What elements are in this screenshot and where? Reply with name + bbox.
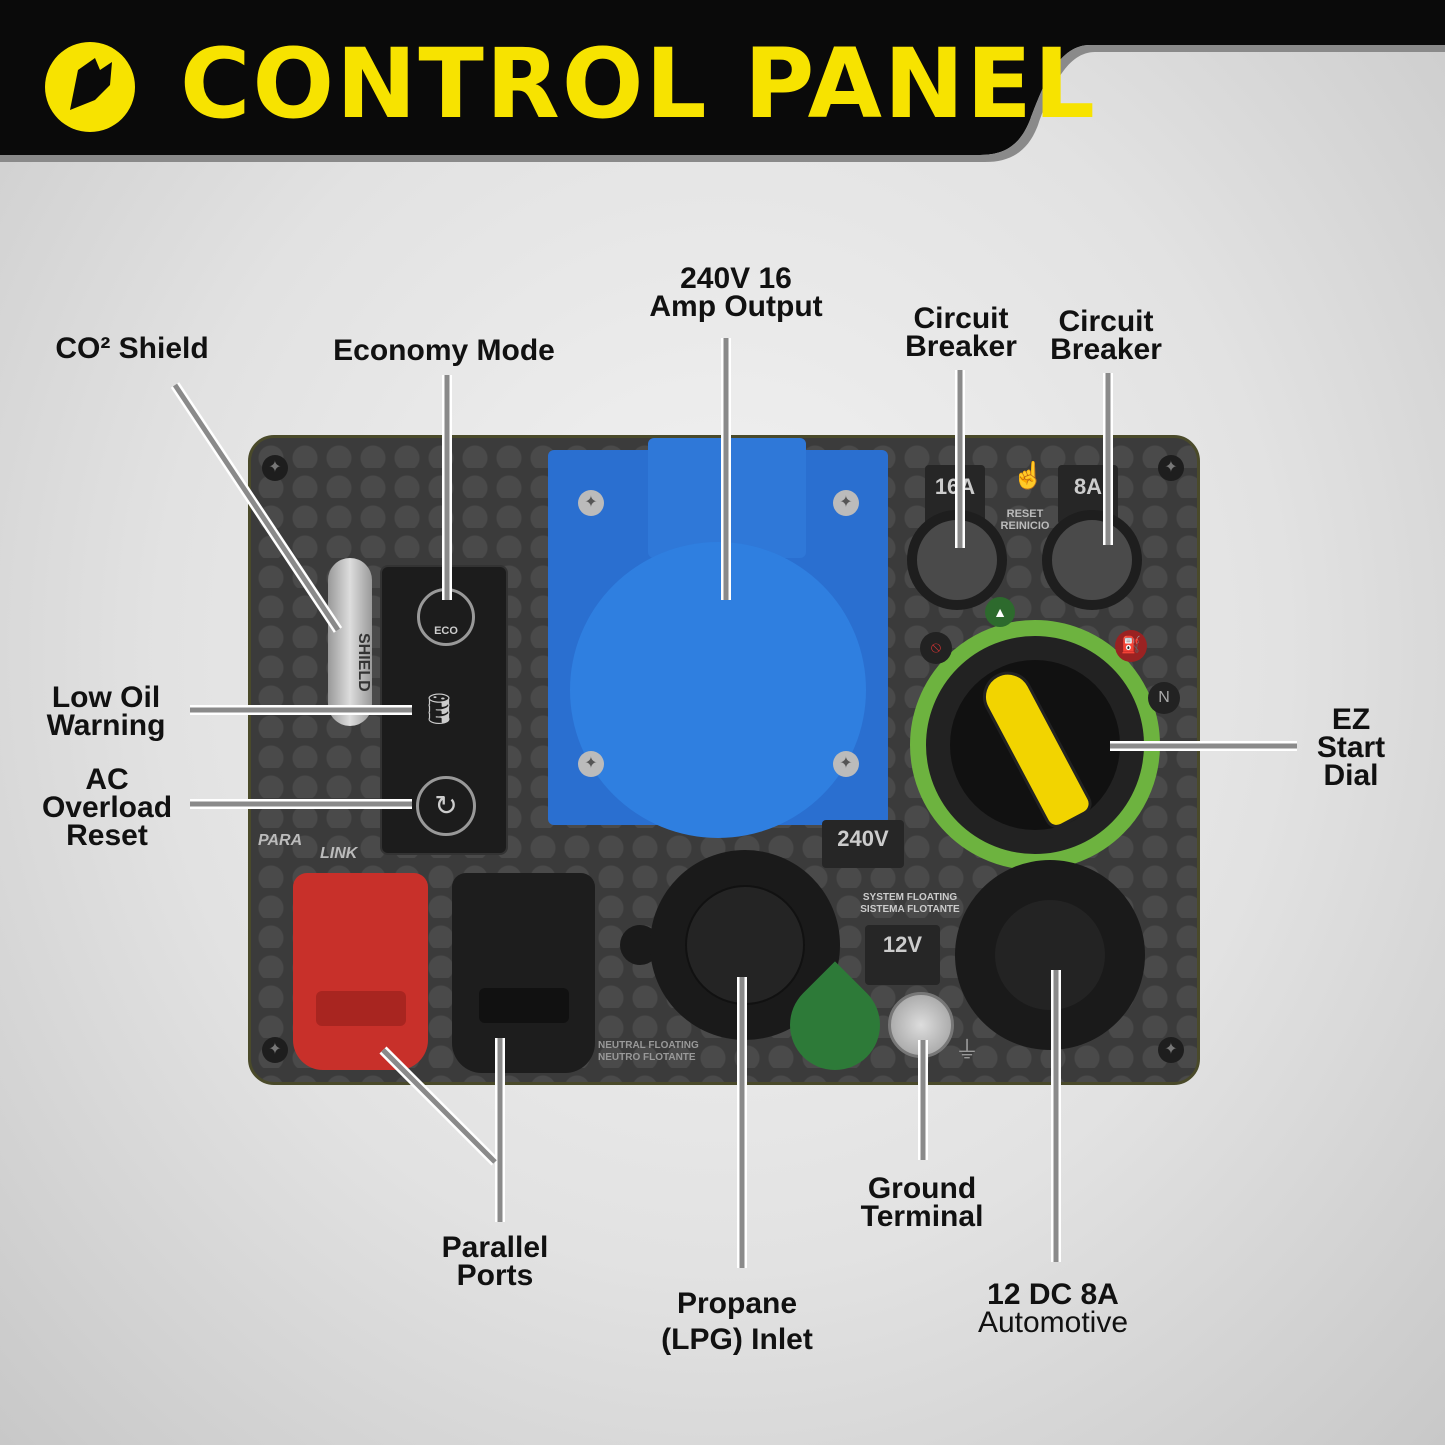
- page-title: CONTROL PANEL: [180, 28, 1097, 140]
- label-co2-shield: CO² Shield: [55, 332, 209, 365]
- co2-shield-badge: SHIELD: [328, 558, 372, 726]
- oil-can-icon: 🛢: [420, 693, 459, 726]
- ground-icon: ⏚: [955, 1037, 979, 1064]
- screw-icon: ✦: [578, 751, 604, 777]
- fuel-mode-icon: ⛽: [1115, 630, 1147, 662]
- paralink-logo: PARA: [258, 832, 303, 849]
- screw-icon: ✦: [262, 455, 288, 481]
- hand-press-icon: ☝: [1012, 460, 1045, 490]
- choke-icon: N: [1148, 682, 1180, 714]
- screw-icon: ✦: [1158, 1037, 1184, 1063]
- label-propane: Propane(LPG) Inlet: [661, 1287, 813, 1356]
- screw-icon: ✦: [262, 1037, 288, 1063]
- screw-icon: ✦: [833, 751, 859, 777]
- outlet-240v-tag: 240V: [822, 820, 904, 868]
- parallel-port-black[interactable]: [452, 873, 595, 1073]
- screw-icon: ✦: [1158, 455, 1184, 481]
- header-band: [0, 0, 1445, 162]
- screw-icon: ✦: [578, 490, 604, 516]
- parallel-port-red[interactable]: [293, 873, 428, 1070]
- label-economy-mode: Economy Mode: [333, 334, 555, 367]
- stop-icon: ⦸: [920, 632, 952, 664]
- outlet-12v-tag: 12V: [865, 925, 940, 985]
- screw-icon: ✦: [833, 490, 859, 516]
- champion-hand-logo-icon: [45, 42, 135, 132]
- overload-reset-button[interactable]: ↻: [416, 776, 476, 836]
- paralink-logo-2: LINK: [320, 845, 358, 862]
- propane-mode-icon: ▲: [985, 597, 1015, 627]
- dc-12v-outlet[interactable]: [955, 860, 1145, 1050]
- outlet-240v-socket[interactable]: [570, 542, 866, 838]
- circuit-breaker-8a[interactable]: [1042, 510, 1142, 610]
